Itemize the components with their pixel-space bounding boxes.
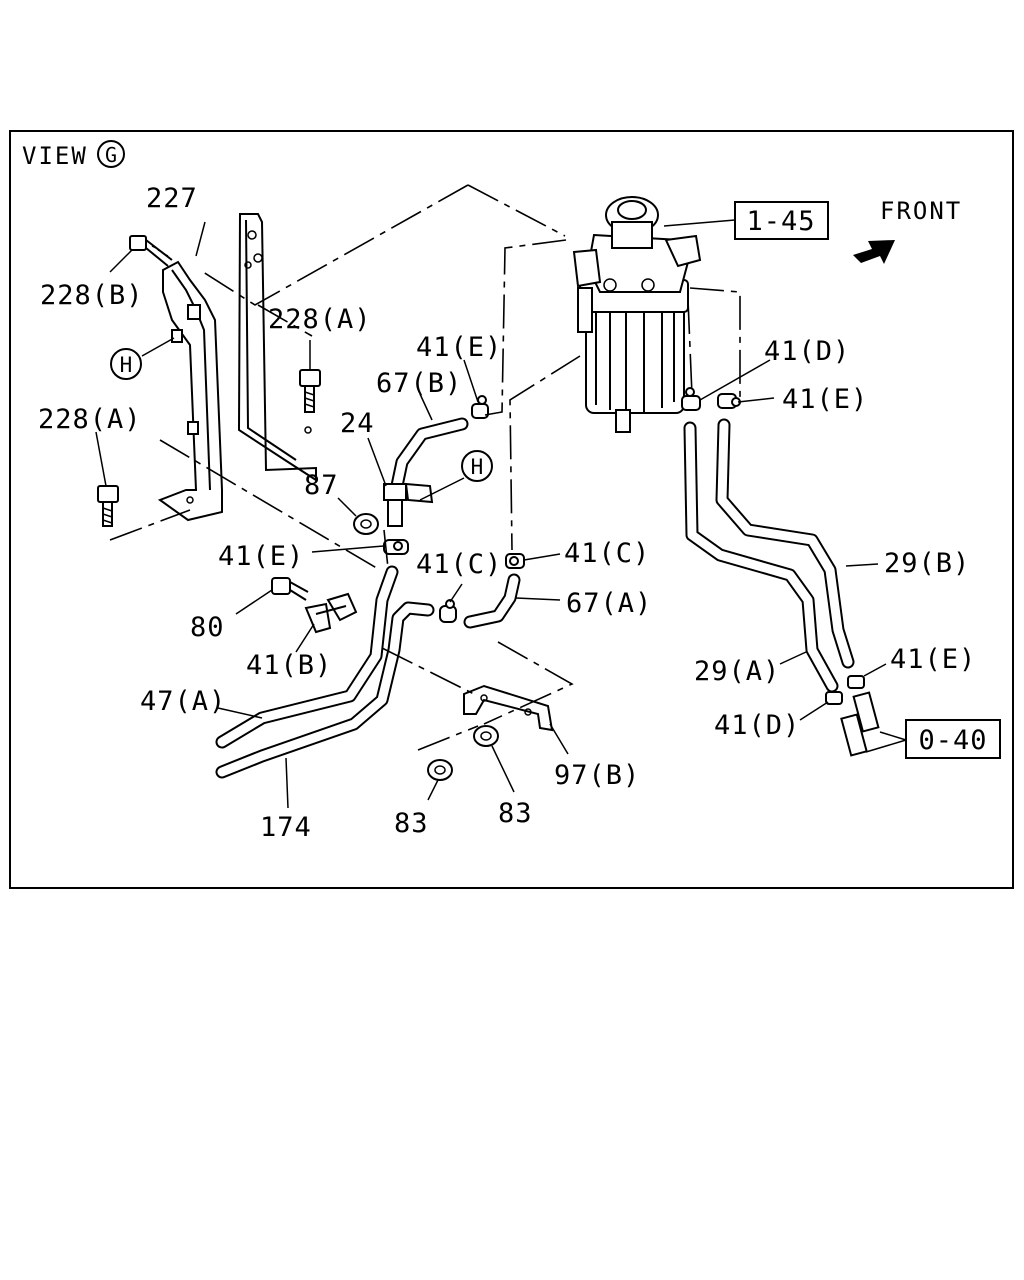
label-41d-low: 41(D): [714, 710, 800, 741]
label-67b: 67(B): [376, 368, 462, 399]
svg-text:H: H: [471, 455, 484, 479]
rail-studs: [171, 304, 201, 435]
clamp-41d-top: [681, 387, 701, 411]
bracket-rail: [157, 260, 223, 522]
pipe-47a: [215, 565, 399, 749]
front-arrow-icon: [853, 240, 895, 264]
fuel-filter-assembly: [572, 196, 702, 433]
nut-87: [353, 513, 379, 535]
label-41c-left: 41(C): [416, 549, 502, 580]
label-228a-left: 228(A): [38, 404, 142, 435]
bracket-227: [237, 213, 317, 482]
pipe-174: [215, 601, 435, 779]
label-41e-right: 41(E): [782, 384, 868, 415]
view-label: VIEW: [22, 142, 88, 170]
label-41e-low: 41(E): [890, 644, 976, 675]
connector-sleeves: [840, 691, 880, 757]
label-83-left: 83: [394, 808, 429, 839]
label-41c-right: 41(C): [564, 538, 650, 569]
svg-text:H: H: [120, 353, 133, 377]
label-24: 24: [340, 408, 375, 439]
svg-text:0-40: 0-40: [918, 725, 987, 756]
nut-83-left: [427, 759, 453, 781]
hose-67a: [463, 573, 521, 629]
clip-24: [383, 482, 434, 527]
label-80: 80: [190, 612, 225, 643]
svg-text:G: G: [105, 143, 117, 167]
diagram-frame: [9, 130, 1014, 889]
label-227: 227: [146, 183, 198, 214]
label-41e-top: 41(E): [416, 332, 502, 363]
clamp-41d-low: [825, 691, 843, 705]
clamp-41c-left: [439, 599, 457, 623]
label-41d-top: 41(D): [764, 336, 850, 367]
clamp-41e-low: [847, 675, 865, 689]
hose-29a: [683, 421, 839, 693]
view-letter-badge: G: [97, 140, 125, 168]
label-29b: 29(B): [884, 548, 970, 579]
bracket-97b: [463, 684, 554, 732]
front-label: FRONT: [880, 197, 962, 225]
svg-text:1-45: 1-45: [746, 206, 815, 237]
h-marker-left: H: [110, 348, 142, 380]
label-47a: 47(A): [140, 686, 226, 717]
label-228a-top: 228(A): [268, 304, 372, 335]
clamp-41c-right: [505, 553, 525, 569]
clamp-41b: [304, 592, 358, 634]
hose-29b: [715, 418, 855, 669]
nut-83-right: [473, 725, 499, 747]
label-29a: 29(A): [694, 656, 780, 687]
label-97b: 97(B): [554, 760, 640, 791]
clamp-41e-mid: [383, 539, 409, 555]
label-83-right: 83: [498, 798, 533, 829]
ref-box-0-40[interactable]: 0-40: [905, 719, 1001, 759]
label-174: 174: [260, 812, 312, 843]
clamp-41e-top: [471, 395, 489, 419]
label-228b: 228(B): [40, 280, 144, 311]
label-41b: 41(B): [246, 650, 332, 681]
alignment-lines: [109, 184, 741, 751]
label-87: 87: [304, 470, 339, 501]
label-67a: 67(A): [566, 588, 652, 619]
label-41e-mid: 41(E): [218, 541, 304, 572]
hose-67b: [387, 417, 469, 507]
clamp-41e-right: [717, 393, 741, 409]
bolt-228b: [129, 235, 173, 267]
h-marker-right: H: [461, 450, 493, 482]
bolt-228a-upper: [299, 369, 321, 413]
leader-lines: [95, 221, 887, 809]
bolt-80: [271, 577, 309, 601]
bolt-228a-lower: [97, 485, 119, 527]
ref-box-1-45[interactable]: 1-45: [734, 201, 829, 240]
